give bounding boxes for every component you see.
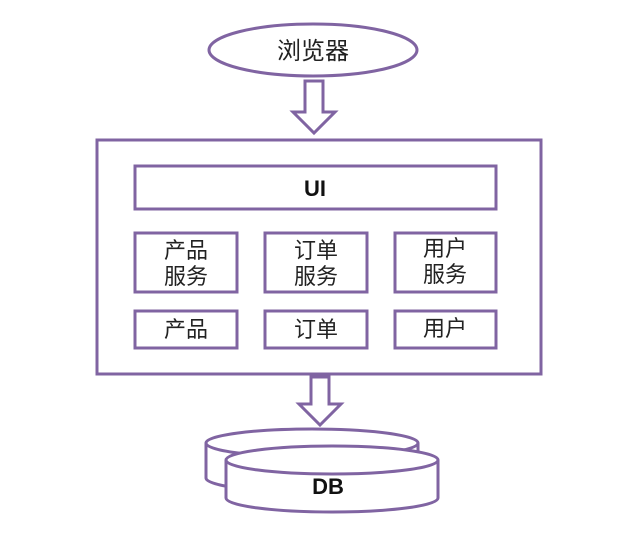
order-service-label-line1: 订单 [294, 239, 338, 264]
ui-layer-node: UI [133, 164, 498, 211]
order-label: 订单 [294, 318, 338, 343]
ui-layer-label: UI [304, 176, 326, 201]
product-box [133, 309, 239, 350]
browser-ellipse [207, 22, 419, 78]
arrow-down-icon [295, 375, 345, 428]
database-front-cylinder [224, 444, 440, 514]
order-service-box [263, 231, 369, 294]
user-node: 用户 [393, 309, 498, 350]
order-node: 订单 [263, 309, 369, 350]
user-label: 用户 [423, 317, 467, 342]
product-service-label-line2: 服务 [164, 265, 208, 290]
user-box [393, 309, 498, 350]
user-service-label-line2: 服务 [423, 263, 467, 288]
order-service-label-line2: 服务 [294, 265, 338, 290]
browser-node: 浏览器 [207, 22, 419, 78]
product-service-box [133, 231, 239, 294]
order-box [263, 309, 369, 350]
user-service-box [393, 231, 498, 294]
user-service-node: 用户 服务 [393, 231, 498, 294]
product-service-node: 产品 服务 [133, 231, 239, 294]
product-node: 产品 [133, 309, 239, 350]
product-service-label-line1: 产品 [164, 239, 208, 264]
database-node: DB [204, 427, 440, 514]
order-service-node: 订单 服务 [263, 231, 369, 294]
ui-layer-box [133, 164, 498, 211]
browser-label: 浏览器 [277, 37, 349, 65]
product-label: 产品 [164, 318, 208, 343]
database-label: DB [312, 474, 344, 499]
arrow-down-icon [289, 79, 339, 136]
user-service-label-line1: 用户 [423, 237, 467, 262]
